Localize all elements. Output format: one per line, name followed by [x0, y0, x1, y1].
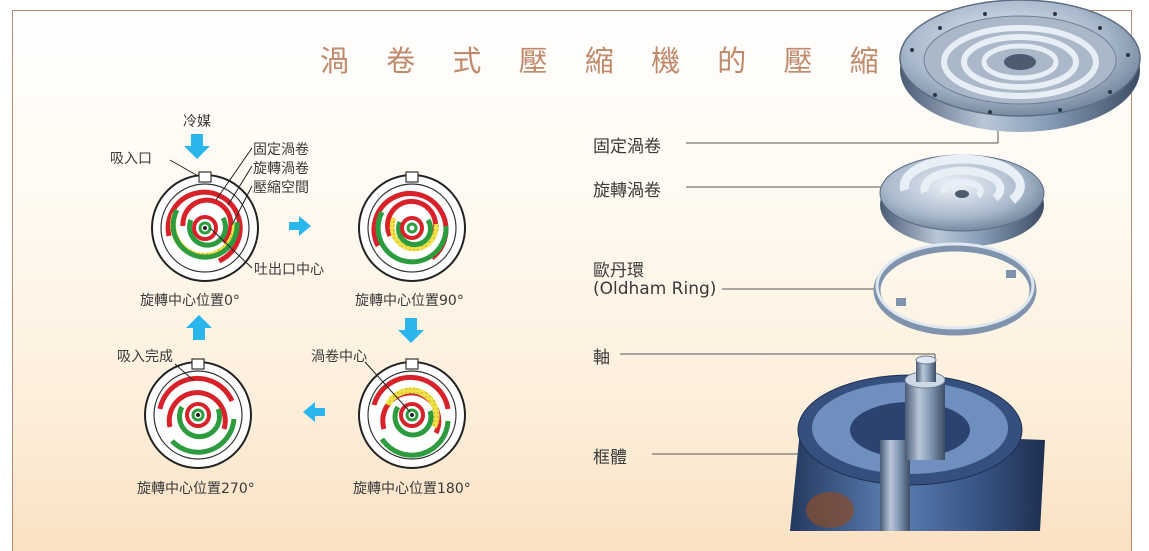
- refrigerant-label: 冷媒: [183, 114, 211, 130]
- part-frame-label: 框體: [593, 448, 627, 468]
- diagram-graphics: [144, 0, 1141, 531]
- part-oldham-ring-en-label: (Oldham Ring): [593, 279, 717, 299]
- scroll-diagram-0: [151, 171, 259, 282]
- compression-space-label: 壓縮空間: [253, 180, 309, 196]
- scroll-diagram-180: [358, 358, 466, 469]
- frame-shaft-part: [790, 355, 1045, 531]
- inlet-arrow-icon: [184, 134, 210, 159]
- left-arrow-icon: [303, 402, 325, 422]
- orbiting-scroll-part: [879, 154, 1045, 247]
- right-arrow-icon: [289, 216, 311, 236]
- scroll-diagram-90: [358, 171, 466, 282]
- caption-180: 旋轉中心位置180°: [353, 481, 471, 497]
- scroll-diagram-270: [144, 358, 252, 469]
- down-arrow-icon: [398, 318, 424, 343]
- diagram-title: 渦 卷 式 壓 縮 機 的 壓 縮 原 理: [320, 44, 1026, 78]
- part-shaft-label: 軸: [593, 348, 610, 368]
- oldham-ring-part: [873, 242, 1037, 336]
- suction-complete-label: 吸入完成: [117, 349, 173, 365]
- caption-0: 旋轉中心位置0°: [140, 293, 240, 309]
- part-oldham-ring-label: 歐丹環: [593, 261, 644, 281]
- scroll-center-label: 渦卷中心: [311, 349, 367, 365]
- fixed-scroll-part: [899, 0, 1141, 132]
- discharge-center-label: 吐出口中心: [254, 262, 324, 278]
- part-orbiting-scroll-label: 旋轉渦卷: [593, 181, 661, 201]
- up-arrow-icon: [186, 315, 212, 340]
- orbiting-scroll-label: 旋轉渦卷: [253, 161, 309, 177]
- part-fixed-scroll-label: 固定渦卷: [593, 137, 661, 157]
- fixed-scroll-label: 固定渦卷: [253, 142, 309, 158]
- caption-270: 旋轉中心位置270°: [137, 481, 255, 497]
- caption-90: 旋轉中心位置90°: [355, 293, 464, 309]
- suction-port-label: 吸入口: [110, 151, 152, 167]
